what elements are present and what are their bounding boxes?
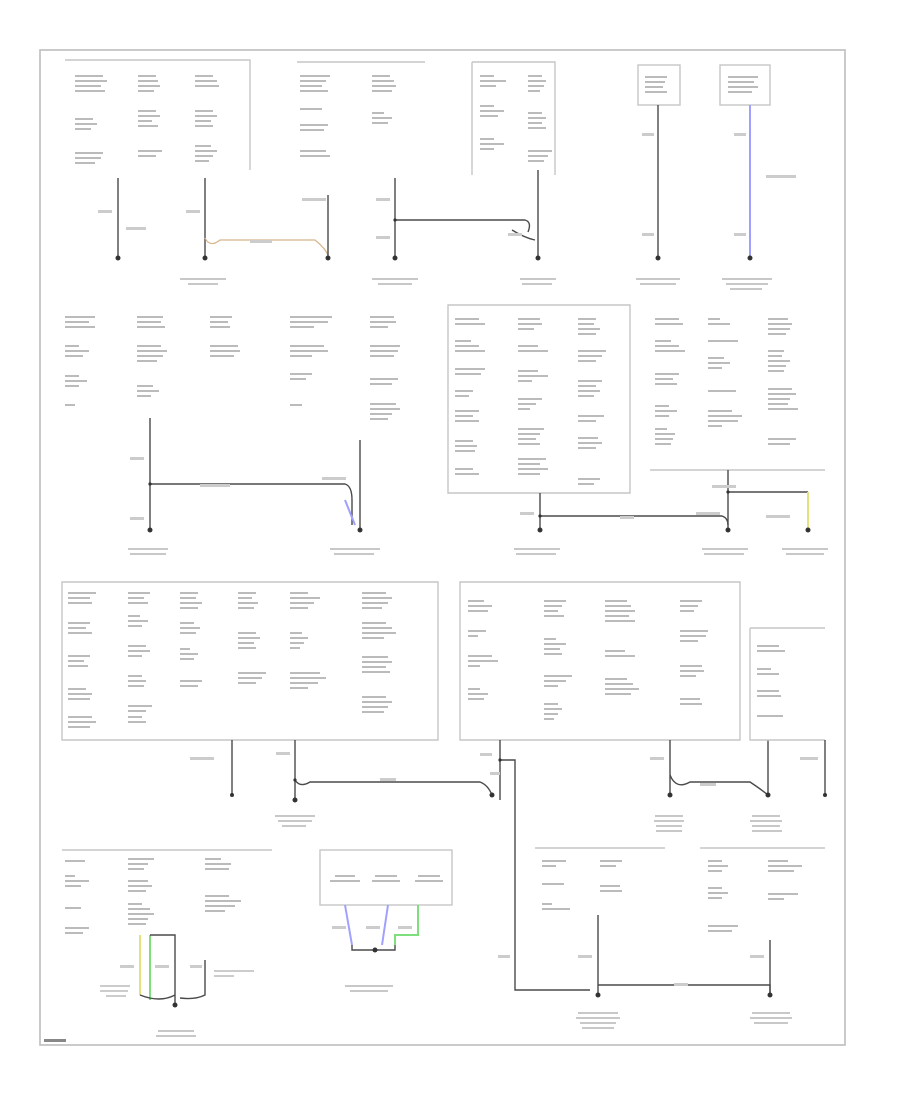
panel-row4-a [62,849,272,1037]
panel-row4-d [700,847,825,1024]
panel-row2-a [65,316,400,555]
panel-row4-c [498,847,771,1029]
panel-row3-c [749,627,826,795]
panel-row3-a [61,581,493,827]
panel-row1-d [636,64,681,285]
footer-mark [44,1039,66,1042]
panel-row2-c [650,318,828,555]
panel-row3-b [459,581,782,991]
panel-row1-a [65,59,329,285]
panel-row1-e [719,64,796,290]
ground-points [115,255,827,1008]
panel-row1-b [297,61,531,285]
panel-row4-b [319,849,453,992]
splice-dots [148,218,730,782]
panel-row2-b [447,304,729,555]
diagram-frame [39,49,846,1046]
panel-row1-c [471,61,556,285]
